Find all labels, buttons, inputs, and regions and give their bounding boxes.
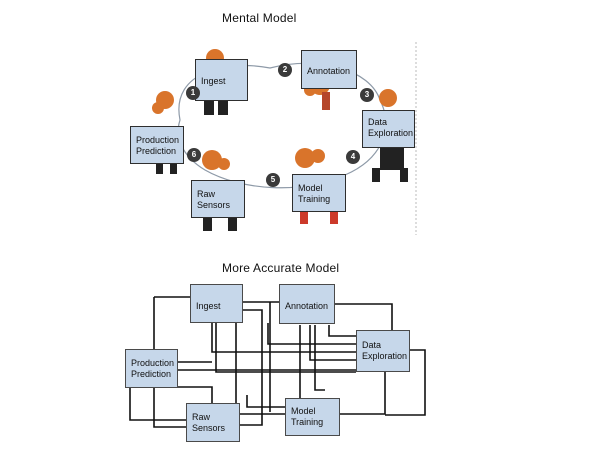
node-label: Data Exploration — [362, 340, 408, 361]
person-figure — [202, 150, 237, 231]
step-marker-4: 4 — [346, 150, 360, 164]
node-raw-sensors: Raw Sensors — [186, 403, 240, 442]
step-marker-2: 2 — [278, 63, 292, 77]
step-marker-3: 3 — [360, 88, 374, 102]
person-figure — [295, 148, 338, 224]
node-label: Production Prediction — [131, 358, 175, 379]
node-ingest: Ingest — [190, 284, 243, 323]
node-label: Ingest — [196, 301, 221, 311]
person-figure — [152, 91, 177, 174]
accurate-model-title: More Accurate Model — [222, 261, 340, 275]
node-production-prediction: Production Prediction — [125, 349, 178, 388]
node-data-exploration: Data Exploration — [356, 330, 410, 372]
stage-model-training: Model Training — [292, 174, 346, 212]
stage-label: Ingest — [201, 76, 226, 86]
mental-model-title: Mental Model — [222, 11, 297, 25]
stage-label: Data Exploration — [368, 117, 414, 138]
stage-label: Annotation — [307, 66, 351, 76]
node-annotation: Annotation — [279, 284, 335, 324]
node-model-training: Model Training — [285, 398, 340, 436]
stage-raw-sensors: Raw Sensors — [191, 180, 245, 218]
stage-label: Raw Sensors — [197, 189, 231, 210]
stage-label: Production Prediction — [136, 135, 180, 156]
stage-label: Model Training — [298, 183, 331, 204]
node-label: Raw Sensors — [192, 412, 226, 433]
node-label: Model Training — [291, 406, 324, 427]
step-marker-6: 6 — [187, 148, 201, 162]
stage-production-prediction: Production Prediction — [130, 126, 184, 164]
stage-annotation: Annotation — [301, 50, 357, 89]
stage-data-exploration: Data Exploration — [362, 110, 415, 148]
step-marker-1: 1 — [186, 86, 200, 100]
node-label: Annotation — [285, 301, 329, 311]
stage-ingest: Ingest — [195, 59, 248, 101]
step-marker-5: 5 — [266, 173, 280, 187]
